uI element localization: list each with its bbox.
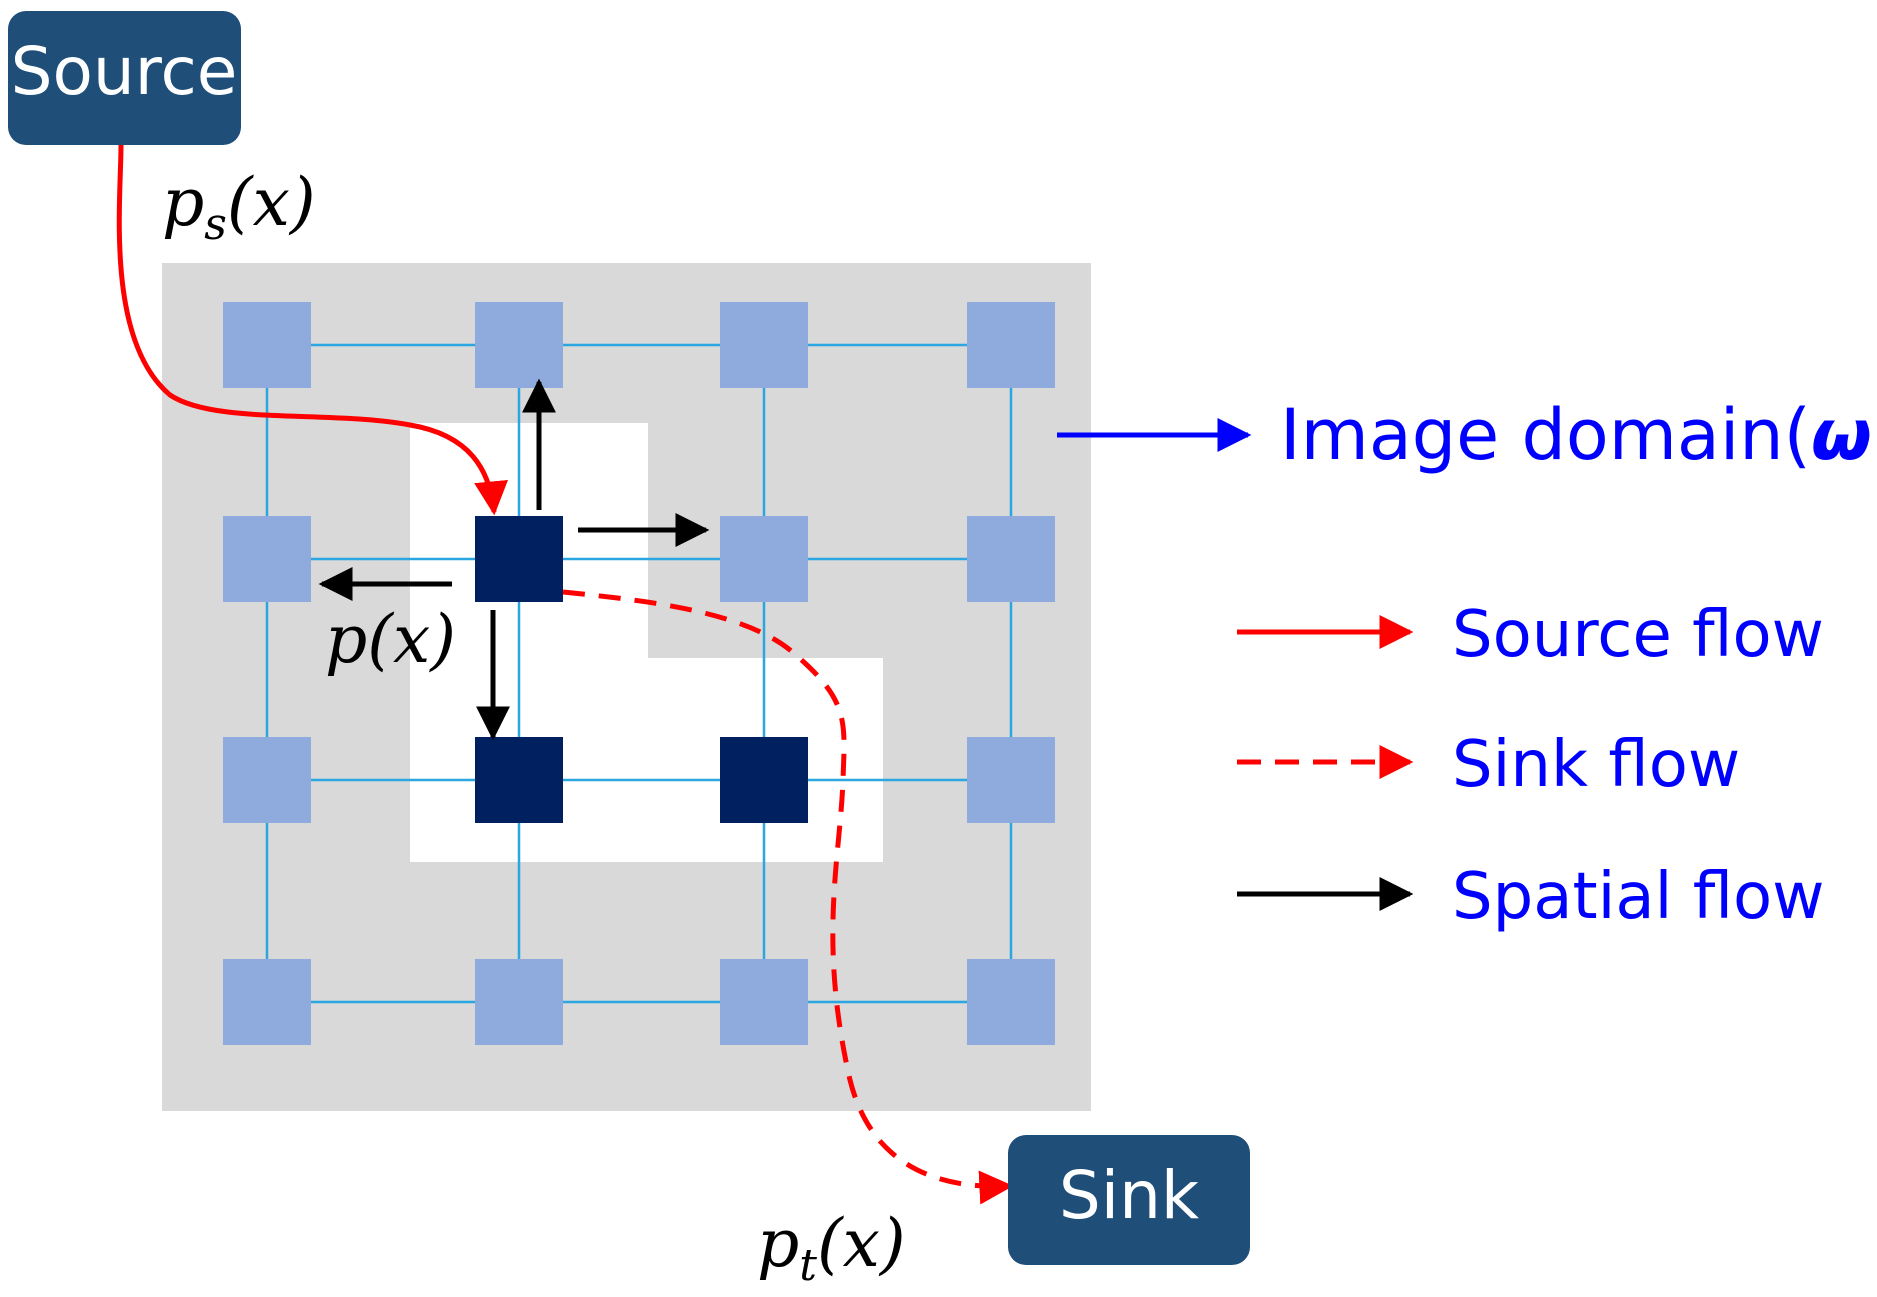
- spatial-flow-arrows: [318, 378, 710, 741]
- legend-source-flow-label: Source flow: [1452, 598, 1824, 672]
- sink-flow-curve: [562, 589, 1014, 1205]
- legend: Source flow Sink flow Spatial flow: [1237, 598, 1825, 934]
- pixel-node-foreground: [475, 737, 563, 823]
- pixel-node: [720, 959, 808, 1045]
- grid-lines: [265, 343, 1013, 1004]
- pixel-node: [223, 302, 311, 388]
- pixel-node: [223, 737, 311, 823]
- source-capacity-label: ps(x): [162, 164, 316, 250]
- pixel-node: [475, 302, 563, 388]
- pixel-node: [475, 959, 563, 1045]
- pixel-node: [967, 959, 1055, 1045]
- source-node: [8, 11, 241, 145]
- pixel-node: [967, 516, 1055, 602]
- pixel-node-foreground: [720, 737, 808, 823]
- image-domain-label: Image domain(ω): [1280, 394, 1877, 476]
- pixel-node: [720, 302, 808, 388]
- sink-node-label: Sink: [1059, 1157, 1200, 1234]
- pixel-node: [223, 959, 311, 1045]
- legend-spatial-flow-label: Spatial flow: [1452, 860, 1825, 934]
- pixel-node-selected: [475, 516, 563, 602]
- legend-sink-flow-label: Sink flow: [1452, 728, 1740, 802]
- pixel-node: [223, 516, 311, 602]
- sink-node: [1008, 1135, 1250, 1265]
- pixel-node: [720, 516, 808, 602]
- spatial-capacity-label: p(x): [325, 601, 456, 678]
- pixel-node: [967, 302, 1055, 388]
- source-node-label: Source: [11, 33, 238, 110]
- sink-capacity-label: pt(x): [757, 1205, 906, 1291]
- source-flow-curve: [116, 144, 509, 516]
- pixel-node: [967, 737, 1055, 823]
